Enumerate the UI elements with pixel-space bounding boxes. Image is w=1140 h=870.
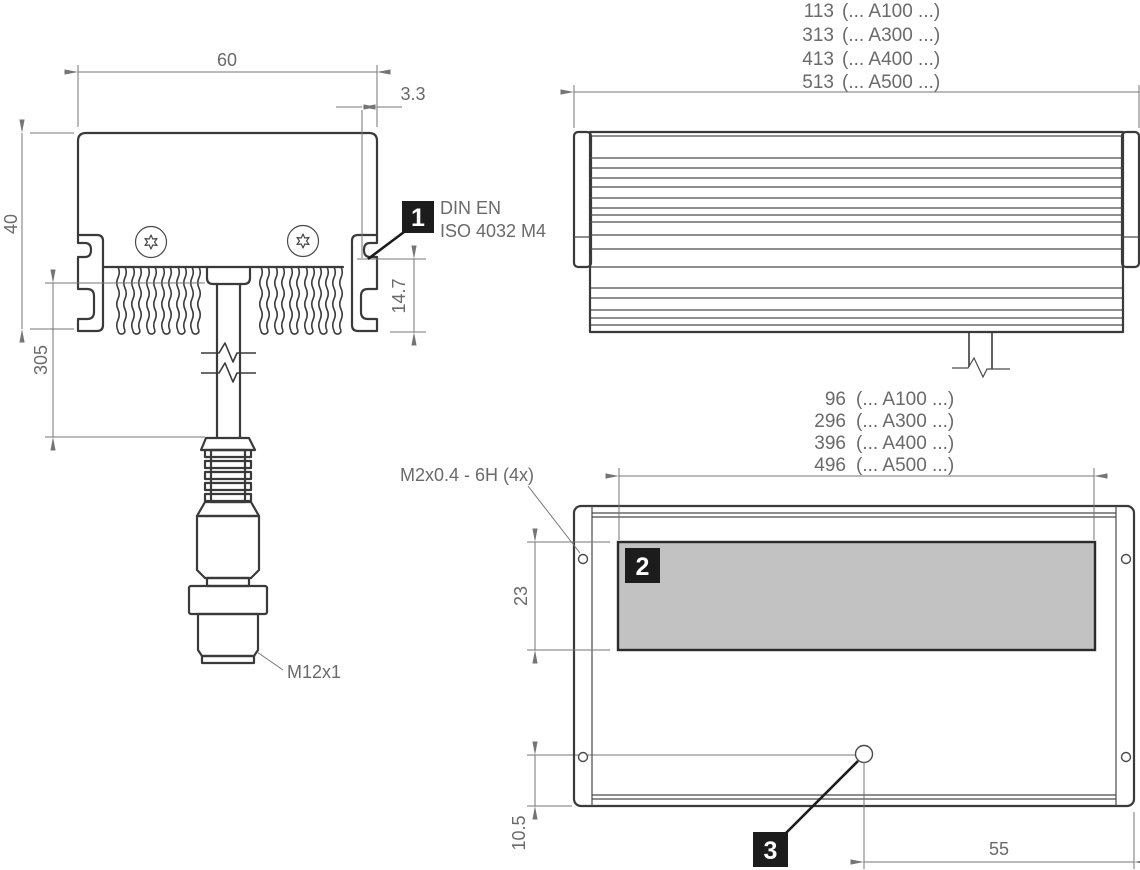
length-value: 313 bbox=[802, 25, 834, 46]
m12-label-text: M12x1 bbox=[287, 662, 341, 682]
callout-1-label-line1: DIN EN bbox=[440, 198, 501, 218]
cable-stub bbox=[968, 332, 993, 369]
torx-screw-left bbox=[134, 225, 168, 259]
dim-40-text: 40 bbox=[1, 214, 21, 234]
length-value: 296 bbox=[814, 411, 846, 432]
dim-14-7-text: 14.7 bbox=[389, 278, 409, 313]
dim-40: 40 bbox=[1, 119, 74, 343]
cable-boss bbox=[205, 265, 252, 286]
dim-60: 60 bbox=[64, 50, 391, 127]
mounting-hole-bottom-right bbox=[1120, 751, 1132, 763]
end-cap-right bbox=[1120, 130, 1140, 269]
profile-body bbox=[588, 130, 1125, 334]
callout-1: 1 DIN EN ISO 4032 M4 bbox=[367, 198, 546, 261]
dim-10-5: 10.5 bbox=[509, 741, 572, 851]
cable-break-symbol-lower bbox=[201, 362, 256, 383]
thread-label-text: M2x0.4 - 6H (4x) bbox=[400, 465, 534, 485]
front-frame bbox=[572, 504, 1136, 808]
front-view-length-labels: 96 (... A100 ...) 296 (... A300 ...) 396… bbox=[814, 389, 954, 476]
cable-stem bbox=[215, 282, 242, 439]
end-cap-left bbox=[572, 130, 593, 269]
length-variant: (... A500 ...) bbox=[856, 455, 954, 476]
front-view: 2 3 M2x0.4 - 6H (4x) 96 (... A100 ...) 2… bbox=[400, 389, 1140, 869]
coupling-nut bbox=[187, 584, 269, 616]
callout-2: 2 bbox=[625, 548, 660, 583]
length-variant: (... A100 ...) bbox=[856, 389, 954, 410]
connector-thread-label: M12x1 bbox=[256, 651, 341, 682]
length-value: 513 bbox=[802, 72, 834, 93]
dim-55: 55 bbox=[850, 762, 1140, 869]
strain-relief-bell bbox=[199, 436, 257, 452]
mounting-hole-top-left bbox=[577, 553, 589, 565]
dim-10-5-text: 10.5 bbox=[509, 815, 529, 850]
mounting-hole-bottom-left bbox=[577, 751, 589, 763]
mounting-hole-top-right bbox=[1120, 553, 1132, 565]
length-variant: (... A400 ...) bbox=[842, 49, 940, 70]
dim-overall-length: 113 (... A100 ...) 313 (... A300 ...) 41… bbox=[560, 1, 1140, 128]
cable-break-symbol-upper bbox=[201, 342, 256, 363]
length-value: 96 bbox=[825, 389, 846, 410]
dim-window-length: 96 (... A100 ...) 296 (... A300 ...) 396… bbox=[605, 389, 1108, 540]
dim-23: 23 bbox=[511, 528, 610, 664]
dim-14-7: 14.7 bbox=[357, 245, 426, 346]
thread-stub bbox=[196, 612, 260, 658]
thread-label: M2x0.4 - 6H (4x) bbox=[400, 465, 581, 554]
side-view: 60 3.3 40 305 14.7 bbox=[1, 50, 546, 682]
mounting-channel-right bbox=[350, 233, 379, 333]
length-variant: (... A400 ...) bbox=[856, 433, 954, 454]
callout-3-number: 3 bbox=[764, 837, 778, 865]
callout-1-label-line2: ISO 4032 M4 bbox=[440, 221, 546, 241]
length-variant: (... A300 ...) bbox=[856, 411, 954, 432]
dim-3-3: 3.3 bbox=[336, 84, 426, 258]
dim-23-text: 23 bbox=[511, 586, 531, 606]
dim-3-3-text: 3.3 bbox=[400, 84, 425, 104]
dim-305: 305 bbox=[31, 269, 205, 451]
callout-1-box bbox=[402, 201, 434, 233]
connector-taper bbox=[195, 500, 261, 518]
dim-60-text: 60 bbox=[217, 50, 237, 70]
extrusion-lines bbox=[591, 135, 1122, 326]
callout-2-number: 2 bbox=[636, 553, 650, 581]
length-value: 413 bbox=[802, 49, 834, 70]
cable-stub-break-symbol bbox=[952, 356, 1010, 379]
length-value: 396 bbox=[814, 433, 846, 454]
length-variant: (... A100 ...) bbox=[842, 1, 940, 22]
torx-screw-right bbox=[286, 224, 320, 258]
thread-tip bbox=[200, 654, 256, 665]
dim-305-text: 305 bbox=[31, 345, 51, 375]
top-view: 113 (... A100 ...) 313 (... A300 ...) 41… bbox=[560, 1, 1140, 379]
length-variant: (... A500 ...) bbox=[842, 72, 940, 93]
heatsink-fins bbox=[115, 266, 344, 335]
connector-waist bbox=[205, 576, 251, 588]
emission-window bbox=[616, 540, 1097, 652]
dim-55-text: 55 bbox=[989, 839, 1009, 859]
callout-1-number: 1 bbox=[411, 204, 425, 232]
m12-connector bbox=[187, 436, 269, 665]
connector-body bbox=[195, 514, 261, 580]
callout-3: 3 bbox=[753, 760, 859, 867]
length-variant: (... A300 ...) bbox=[842, 25, 940, 46]
top-view-length-labels: 113 (... A100 ...) 313 (... A300 ...) 41… bbox=[802, 1, 940, 93]
housing-outline bbox=[76, 131, 379, 237]
callout-3-box bbox=[753, 832, 788, 867]
length-value: 496 bbox=[814, 455, 846, 476]
indicator-circle bbox=[854, 744, 874, 764]
length-value: 113 bbox=[804, 1, 834, 22]
callout-2-box bbox=[625, 548, 660, 583]
